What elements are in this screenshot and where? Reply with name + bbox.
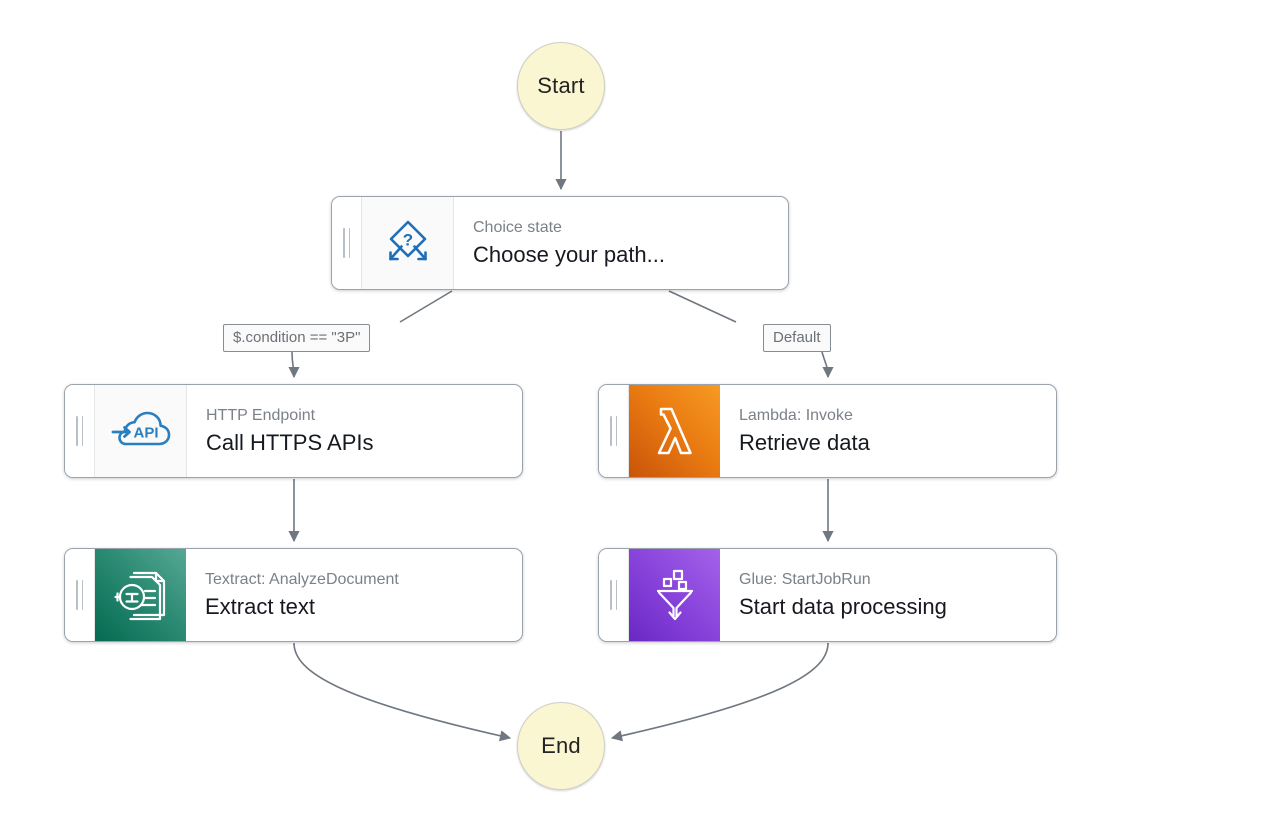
state-card-glue-startjobrun[interactable]: Glue: StartJobRun Start data processing: [598, 548, 1057, 642]
drag-handle-icon[interactable]: [599, 549, 629, 641]
state-card-http-endpoint[interactable]: API HTTP Endpoint Call HTTPS APIs: [64, 384, 523, 478]
edge-default-label-to-lambda: [821, 351, 834, 379]
drag-handle-icon[interactable]: [599, 385, 629, 477]
glue-funnel-icon: [629, 549, 720, 641]
end-node-label: End: [541, 733, 581, 758]
edge-condition-label-to-http: [288, 351, 300, 379]
state-subtitle: Choice state: [473, 218, 562, 236]
choice-diamond-question-icon: ?: [362, 197, 454, 289]
start-node[interactable]: Start: [517, 42, 605, 130]
start-node-label: Start: [537, 73, 585, 98]
state-card-lambda-invoke[interactable]: Lambda: Invoke Retrieve data: [598, 384, 1057, 478]
state-card-text: Choice state Choose your path...: [454, 197, 788, 289]
state-card-choice[interactable]: ? Choice state Choose your path...: [331, 196, 789, 290]
cloud-api-icon: API: [95, 385, 187, 477]
edge-choice-to-condition-label: [399, 290, 453, 323]
edge-label-default[interactable]: Default: [763, 324, 831, 353]
drag-handle-icon[interactable]: [332, 197, 362, 289]
state-subtitle: HTTP Endpoint: [206, 406, 316, 424]
end-node[interactable]: End: [517, 702, 605, 790]
textract-document-scan-icon: [95, 549, 186, 641]
edge-textract-to-end: [293, 642, 512, 742]
state-card-text: Lambda: Invoke Retrieve data: [720, 385, 1056, 477]
state-card-text: HTTP Endpoint Call HTTPS APIs: [187, 385, 522, 477]
drag-handle-icon[interactable]: [65, 385, 95, 477]
state-card-text: Glue: StartJobRun Start data processing: [720, 549, 1056, 641]
svg-text:?: ?: [402, 231, 412, 250]
state-card-textract-analyzedocument[interactable]: Textract: AnalyzeDocument Extract text: [64, 548, 523, 642]
edge-choice-to-default-label: [668, 290, 737, 323]
drag-handle-icon[interactable]: [65, 549, 95, 641]
lambda-icon: [629, 385, 720, 477]
state-subtitle: Textract: AnalyzeDocument: [205, 570, 399, 588]
state-title: Choose your path...: [473, 241, 666, 267]
edge-glue-to-end: [610, 642, 829, 742]
state-subtitle: Glue: StartJobRun: [739, 570, 871, 588]
svg-text:API: API: [133, 425, 158, 442]
state-card-text: Textract: AnalyzeDocument Extract text: [186, 549, 522, 641]
state-title: Start data processing: [739, 593, 947, 619]
state-subtitle: Lambda: Invoke: [739, 406, 853, 424]
state-title: Retrieve data: [739, 429, 870, 455]
state-title: Extract text: [205, 593, 316, 619]
state-title: Call HTTPS APIs: [206, 429, 374, 455]
edge-label-condition[interactable]: $.condition == "3P": [223, 324, 371, 353]
